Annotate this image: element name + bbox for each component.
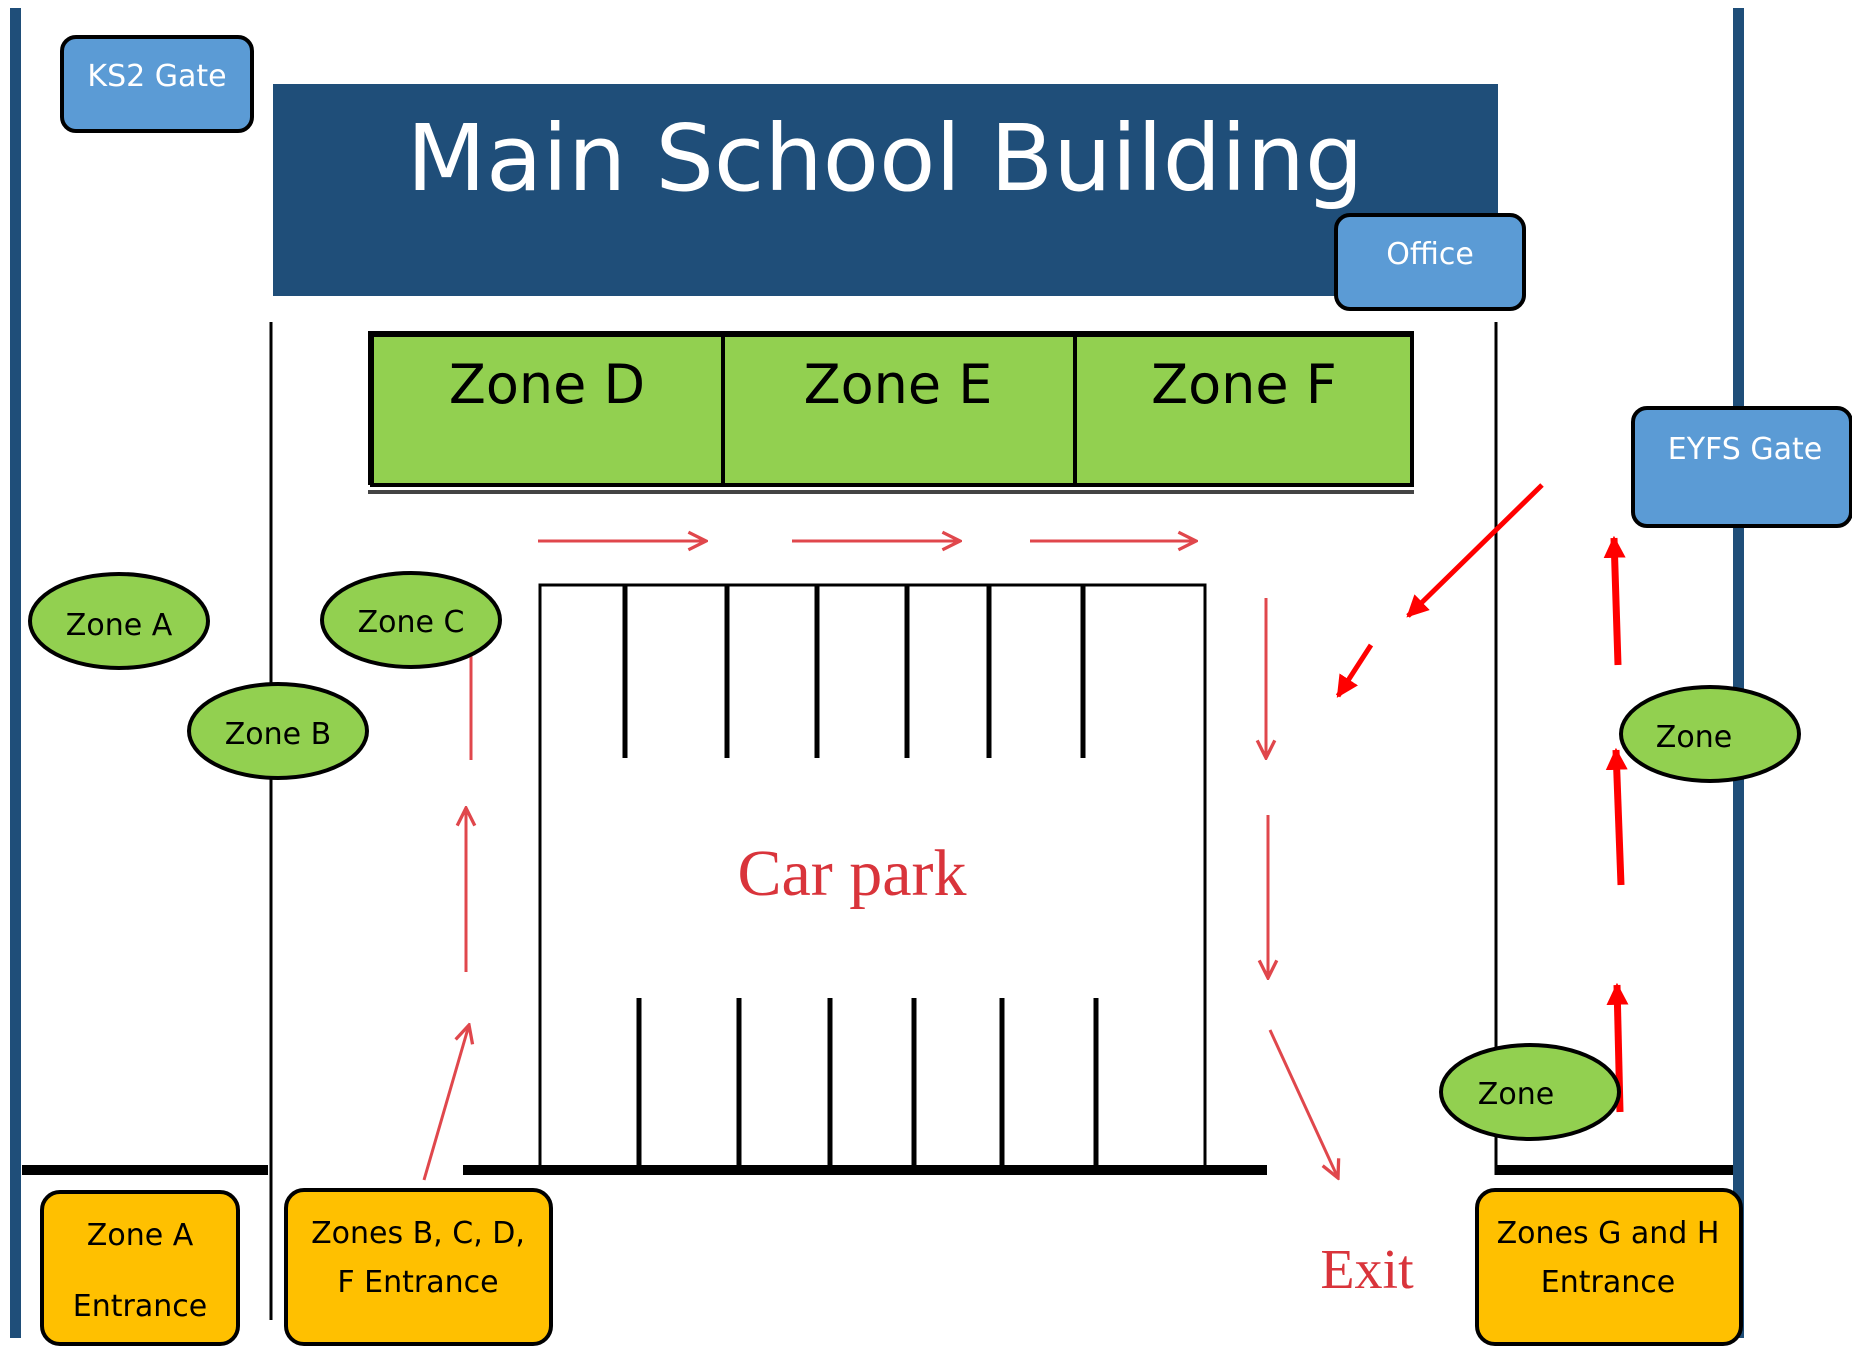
right-boundary-line	[1733, 8, 1744, 1338]
car-park: Car park	[538, 583, 1207, 1170]
exit-label: Exit	[1320, 1239, 1414, 1301]
zone-a-oval-label: Zone A	[66, 608, 173, 643]
zones-gh-entrance-line1: Zones G and H	[1497, 1216, 1720, 1251]
zones-bcdf-entrance-line2: F Entrance	[337, 1265, 498, 1300]
zone-c-oval: Zone C	[320, 571, 502, 669]
zones-gh-entrance-line2: Entrance	[1541, 1265, 1675, 1300]
zone-a-entrance: Zone A Entrance	[40, 1190, 240, 1346]
zone-a-oval: Zone A	[28, 572, 210, 670]
zones-bcdf-entrance: Zones B, C, D, F Entrance	[284, 1188, 553, 1346]
ks2-gate-label: KS2 Gate	[87, 59, 226, 94]
building-title: Main School Building	[407, 105, 1364, 212]
zones-bcdf-entrance-line1: Zones B, C, D,	[311, 1216, 525, 1251]
zone-f-label: Zone F	[1151, 353, 1337, 416]
eyfs-arrows-diagonal	[1335, 483, 1544, 698]
traffic-arrows-left	[422, 650, 471, 1181]
zones-d-e-f-strip: Zone D Zone E Zone F	[368, 331, 1414, 494]
zone-a-entrance-line1: Zone A	[87, 1218, 194, 1253]
zone-b-oval-label: Zone B	[225, 717, 332, 752]
zone-right-lower-oval: Zone	[1439, 1043, 1621, 1141]
eyfs-gate-label: EYFS Gate	[1668, 432, 1822, 467]
zone-right-upper-label: Zone	[1656, 720, 1732, 755]
left-boundary-line	[10, 8, 21, 1338]
office: Office	[1334, 213, 1526, 311]
eyfs-gate: EYFS Gate	[1631, 406, 1852, 528]
office-label: Office	[1386, 237, 1474, 272]
zone-d-label: Zone D	[449, 353, 645, 416]
ks2-gate: KS2 Gate	[60, 35, 254, 133]
zone-e-label: Zone E	[804, 353, 993, 416]
zone-right-lower-label: Zone	[1478, 1077, 1554, 1112]
zone-b-oval: Zone B	[187, 682, 369, 780]
zone-a-entrance-line2: Entrance	[73, 1289, 207, 1324]
car-park-label: Car park	[737, 837, 966, 910]
zone-c-oval-label: Zone C	[358, 605, 465, 640]
zones-gh-entrance: Zones G and H Entrance	[1475, 1188, 1743, 1346]
main-school-building: Main School Building	[273, 84, 1498, 296]
zone-right-upper-oval: Zone	[1619, 685, 1801, 783]
traffic-arrows-right	[1266, 598, 1338, 1178]
eyfs-arrows-vertical	[1603, 535, 1629, 1113]
